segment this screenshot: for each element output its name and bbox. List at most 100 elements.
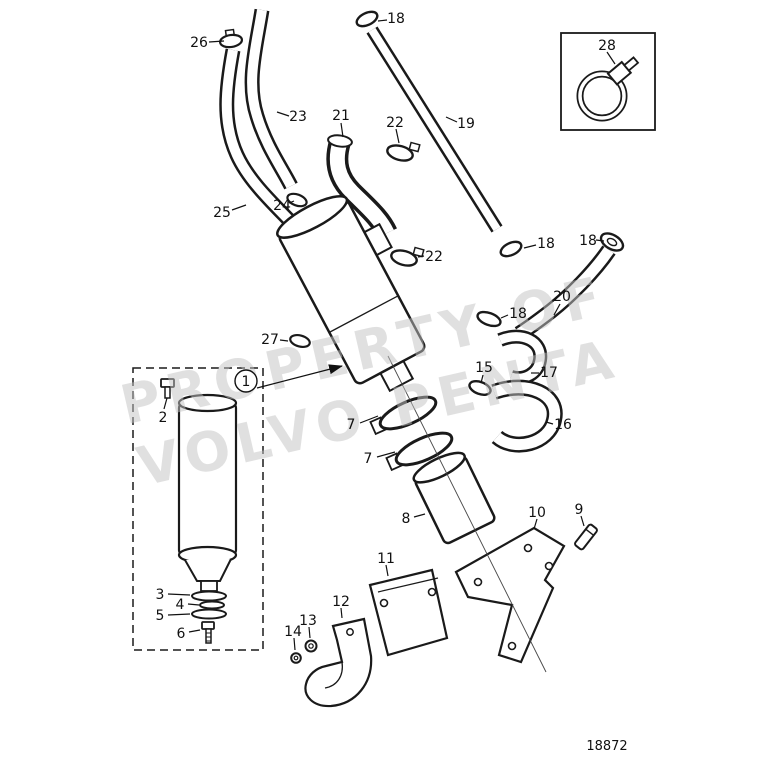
callout-11: 11 [377, 551, 395, 577]
part-hose-25 [219, 48, 307, 238]
part-elbow-21 [326, 134, 397, 239]
svg-text:16: 16 [554, 417, 572, 433]
part-nut-13 [304, 639, 318, 653]
svg-text:24: 24 [273, 198, 291, 214]
svg-text:3: 3 [156, 587, 165, 603]
callout-5: 5 [156, 608, 191, 624]
svg-text:18: 18 [387, 11, 405, 27]
callout-18: 18 [579, 233, 605, 249]
muffler-cap [276, 194, 349, 239]
callout-28: 28 [598, 38, 616, 65]
callout-9: 9 [575, 502, 585, 527]
callout-8: 8 [402, 511, 426, 527]
callout-18: 18 [523, 236, 555, 252]
part-pin-9 [574, 523, 598, 551]
svg-text:18: 18 [579, 233, 597, 249]
svg-text:18: 18 [537, 236, 555, 252]
part-clamp-18-mid [476, 310, 502, 328]
callout-16: 16 [545, 417, 572, 433]
inset-box-assembly [132, 367, 264, 651]
part-clamp-15 [468, 380, 492, 396]
svg-text:23: 23 [289, 109, 307, 125]
callout-1: 1 [234, 364, 343, 393]
part-hose-20 [514, 245, 616, 341]
callout-2: 2 [159, 397, 168, 426]
callout-21: 21 [332, 108, 350, 138]
svg-text:28: 28 [598, 38, 616, 54]
callout-13: 13 [299, 613, 317, 639]
svg-text:21: 21 [332, 108, 350, 124]
svg-text:25: 25 [213, 205, 231, 221]
part-hose-17 [497, 329, 548, 385]
part-nut-14 [290, 652, 302, 664]
svg-text:22: 22 [425, 249, 443, 265]
svg-text:22: 22 [386, 115, 404, 131]
part-clamp-22b [390, 246, 425, 267]
part-hose-23 [244, 8, 298, 190]
part-bolt-2 [160, 378, 175, 399]
part-clamp-22a [386, 141, 421, 162]
callout-17: 17 [531, 365, 558, 381]
callout-7: 7 [364, 451, 396, 467]
svg-text:27: 27 [261, 332, 279, 348]
svg-text:6: 6 [177, 626, 186, 642]
part-bolt-6 [201, 621, 215, 644]
svg-text:9: 9 [575, 502, 584, 518]
part-muffler-main [276, 194, 426, 393]
part-hose-16 [491, 379, 563, 453]
svg-text:12: 12 [332, 594, 350, 610]
svg-text:7: 7 [364, 451, 373, 467]
part-clamp-18-top [355, 10, 379, 28]
part-clamp-27 [289, 333, 311, 349]
callout-24: 24 [273, 198, 295, 214]
svg-text:2: 2 [159, 410, 168, 426]
part-clamp-18-tube-bottom [499, 240, 523, 258]
svg-text:8: 8 [402, 511, 411, 527]
part-washer-4 [199, 600, 225, 610]
callout-4: 4 [176, 597, 200, 613]
svg-text:17: 17 [540, 365, 558, 381]
callout-7: 7 [347, 415, 379, 433]
callout-12: 12 [332, 594, 350, 619]
part-clamp-28 [576, 56, 640, 122]
part-clamp-7a [369, 395, 438, 436]
part-washer-5 [191, 608, 227, 620]
part-clamp-7b [385, 431, 454, 472]
part-muffler-inset [177, 393, 238, 592]
svg-text:13: 13 [299, 613, 317, 629]
svg-text:20: 20 [553, 289, 571, 305]
callout-20: 20 [553, 289, 571, 316]
part-clamp-24 [286, 192, 308, 208]
callout-22: 22 [386, 115, 404, 144]
svg-text:15: 15 [475, 360, 493, 376]
callout-14: 14 [284, 624, 302, 651]
callout-10: 10 [528, 505, 546, 530]
callout-6: 6 [177, 626, 201, 642]
part-fitting-18-right [599, 232, 625, 252]
svg-text:14: 14 [284, 624, 302, 640]
callout-27: 27 [261, 332, 289, 348]
svg-text:18: 18 [509, 306, 527, 322]
part-bracket-12 [304, 617, 373, 708]
svg-text:10: 10 [528, 505, 546, 521]
callout-18: 18 [500, 306, 527, 322]
part-connector-8 [412, 451, 496, 545]
callout-18: 18 [377, 11, 405, 27]
svg-text:26: 26 [190, 35, 208, 51]
axis-line [387, 355, 547, 673]
callout-3: 3 [156, 587, 191, 603]
svg-text:5: 5 [156, 608, 165, 624]
part-clamp-26 [218, 28, 244, 49]
callout-19: 19 [445, 116, 475, 132]
callout-25: 25 [213, 204, 247, 221]
callout-22: 22 [417, 249, 443, 265]
callout-15: 15 [475, 360, 493, 384]
svg-text:19: 19 [457, 116, 475, 132]
part-bracket-10 [454, 526, 566, 664]
svg-text:11: 11 [377, 551, 395, 567]
part-tube-19 [366, 26, 503, 233]
part-washer-3 [191, 590, 227, 602]
